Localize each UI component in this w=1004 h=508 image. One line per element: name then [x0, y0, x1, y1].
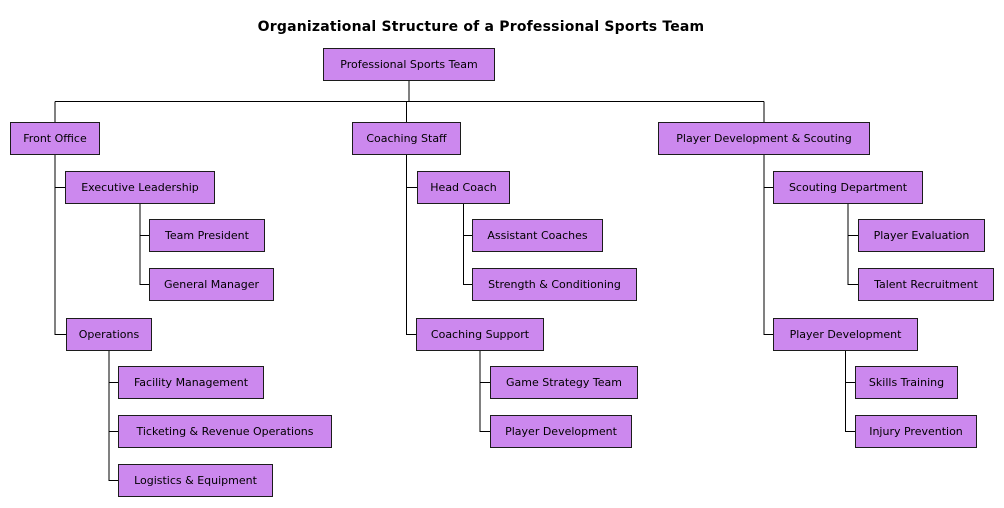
org-node-coaching-staff: Coaching Staff: [352, 122, 461, 155]
org-node-label: Executive Leadership: [81, 181, 199, 194]
org-node-facility-management: Facility Management: [118, 366, 264, 399]
org-node-label: Operations: [78, 328, 140, 341]
org-node-front-office: Front Office: [10, 122, 100, 155]
connector-line: [405, 155, 416, 336]
org-node-operations: Operations: [66, 318, 152, 351]
org-node-label: Player Evaluation: [873, 229, 970, 242]
org-node-label: Injury Prevention: [869, 425, 963, 438]
org-node-general-manager: General Manager: [149, 268, 274, 301]
org-node-label: Assistant Coaches: [487, 229, 588, 242]
org-node-label: Player Development & Scouting: [676, 132, 852, 145]
org-node-label: Ticketing & Revenue Operations: [136, 425, 314, 438]
org-node-coaching-support: Coaching Support: [416, 318, 544, 351]
org-node-label: Coaching Staff: [366, 132, 447, 145]
org-node-label: Player Development: [505, 425, 617, 438]
connector-line: [405, 155, 417, 189]
connector-line: [763, 155, 773, 189]
org-node-player-evaluation: Player Evaluation: [858, 219, 985, 252]
org-node-label: General Manager: [163, 278, 260, 291]
connector-line: [108, 351, 118, 384]
org-node-label: Front Office: [23, 132, 87, 145]
org-node-label: Game Strategy Team: [506, 376, 622, 389]
connector-line: [108, 351, 118, 482]
connector-line: [479, 351, 490, 384]
org-node-injury-prevention: Injury Prevention: [855, 415, 977, 448]
org-node-player-development-coaching: Player Development: [490, 415, 632, 448]
org-node-game-strategy-team: Game Strategy Team: [490, 366, 638, 399]
connector-line: [139, 204, 149, 286]
connector-line: [844, 351, 855, 384]
org-node-label: Talent Recruitment: [874, 278, 978, 291]
connector-line: [108, 351, 118, 433]
org-node-root: Professional Sports Team: [323, 48, 495, 81]
connector-line: [847, 204, 858, 286]
org-node-player-development-scouting: Player Development & Scouting: [658, 122, 870, 155]
connector-line: [462, 204, 472, 286]
org-node-label: Player Development: [789, 328, 902, 341]
org-node-executive-leadership: Executive Leadership: [65, 171, 215, 204]
org-node-label: Head Coach: [430, 181, 497, 194]
connector-line: [479, 351, 490, 433]
org-node-label: Professional Sports Team: [340, 58, 478, 71]
org-node-strength-conditioning: Strength & Conditioning: [472, 268, 637, 301]
connector-line: [847, 204, 858, 237]
connector-line: [763, 155, 773, 336]
connector-line: [462, 204, 472, 237]
org-node-ticketing-revenue-operations: Ticketing & Revenue Operations: [118, 415, 332, 448]
connector-line: [54, 155, 65, 189]
connector-line: [139, 204, 149, 237]
org-node-label: Strength & Conditioning: [488, 278, 621, 291]
org-node-logistics-equipment: Logistics & Equipment: [118, 464, 273, 497]
org-node-head-coach: Head Coach: [417, 171, 510, 204]
connector-line: [54, 155, 66, 336]
org-node-label: Team President: [165, 229, 249, 242]
org-node-label: Scouting Department: [788, 181, 908, 194]
org-node-player-development: Player Development: [773, 318, 918, 351]
org-node-label: Logistics & Equipment: [134, 474, 257, 487]
org-node-team-president: Team President: [149, 219, 265, 252]
connector-line: [844, 351, 855, 433]
org-node-assistant-coaches: Assistant Coaches: [472, 219, 603, 252]
org-node-label: Facility Management: [133, 376, 249, 389]
org-node-scouting-department: Scouting Department: [773, 171, 923, 204]
chart-title: Organizational Structure of a Profession…: [257, 19, 705, 35]
org-node-label: Coaching Support: [430, 328, 530, 341]
org-node-skills-training: Skills Training: [855, 366, 958, 399]
org-node-label: Skills Training: [868, 376, 945, 389]
org-node-talent-recruitment: Talent Recruitment: [858, 268, 994, 301]
